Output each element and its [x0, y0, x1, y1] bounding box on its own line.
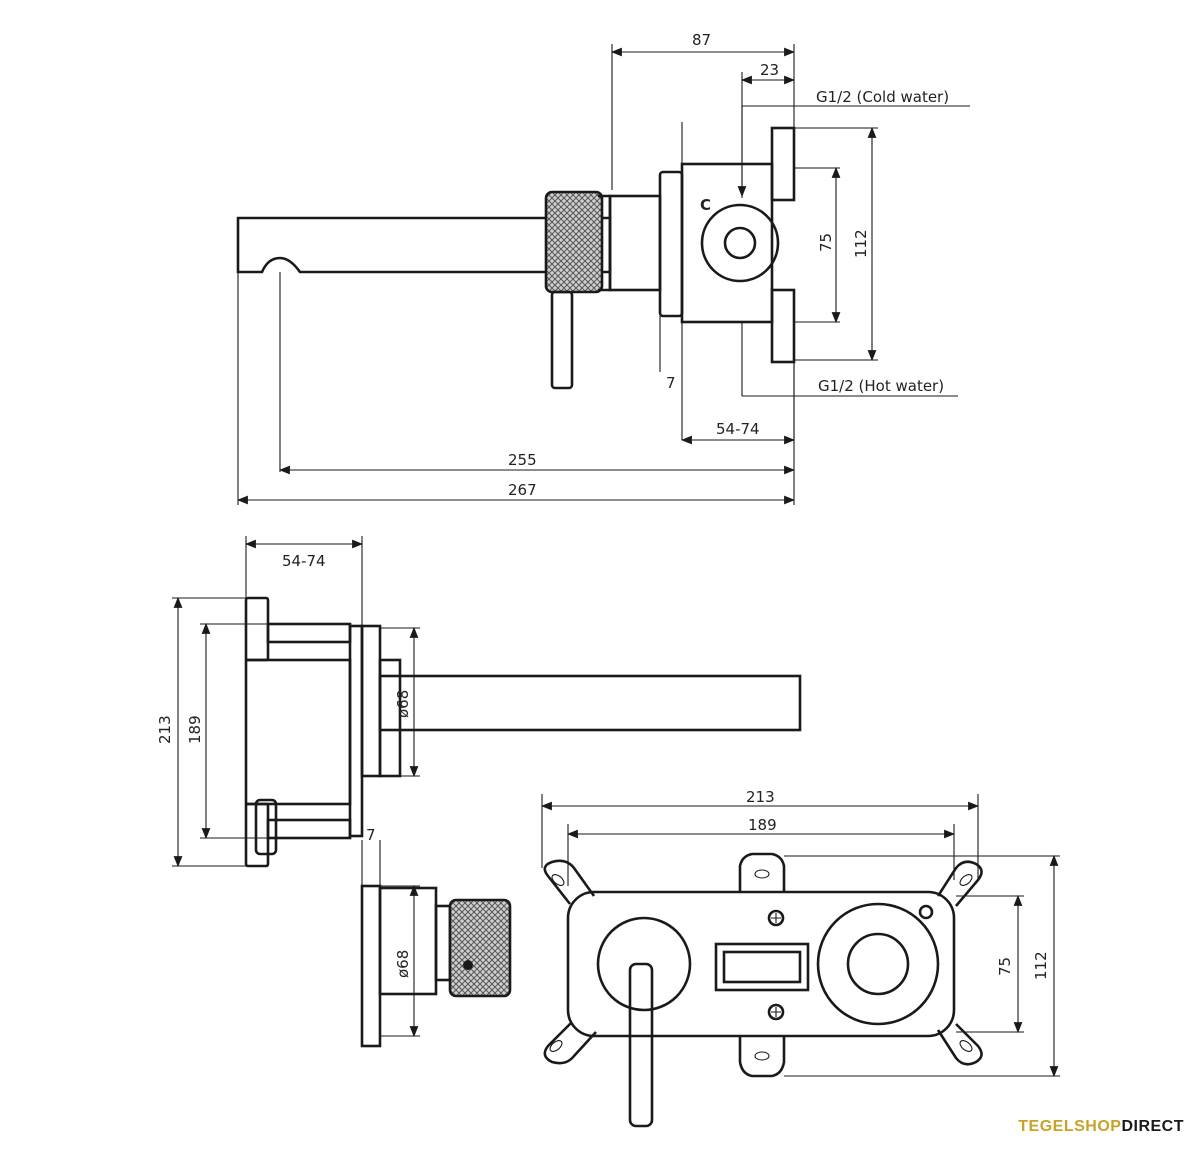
hot-water-label: G1/2 (Hot water): [818, 377, 944, 395]
dim-23: 23: [760, 61, 779, 79]
brand-part2: DIRECT: [1121, 1118, 1184, 1135]
front-dim-112: 112: [1032, 951, 1050, 980]
valve-body: [680, 162, 774, 324]
brand-part1: TEGELSHOP: [1018, 1118, 1122, 1135]
cold-letter: C: [700, 196, 711, 214]
side-dim-213: 213: [156, 715, 174, 744]
brand-logo: TEGELSHOPDIRECT: [1018, 1118, 1184, 1136]
knurled-handle: [544, 190, 604, 294]
dim-54-74-top: 54-74: [716, 420, 760, 438]
lever: [550, 290, 574, 390]
front-diverter: [714, 942, 810, 992]
dim-7-top: 7: [666, 374, 676, 392]
side-view: 54-74 213 189 ø68 ø68 7: [156, 536, 802, 1048]
dim-87: 87: [692, 31, 711, 49]
dim-267: 267: [508, 481, 537, 499]
side-dim-d68-bottom: ø68: [394, 950, 412, 978]
cartridge-inner: [723, 226, 757, 260]
side-spout: [378, 674, 802, 732]
front-plate: [566, 890, 956, 1038]
side-dim-d68-top: ø68: [394, 690, 412, 718]
dim-255: 255: [508, 451, 537, 469]
front-dim-213: 213: [746, 788, 775, 806]
front-right-inner: [846, 932, 910, 996]
side-knurled-handle: [448, 898, 512, 998]
cold-water-label: G1/2 (Cold water): [816, 88, 949, 106]
front-right-outer: [816, 902, 940, 1026]
front-dim-75: 75: [996, 957, 1014, 976]
front-lever: [628, 962, 654, 1128]
spout-outline: [236, 216, 612, 274]
side-dim-54-74: 54-74: [282, 552, 326, 570]
side-dim-189: 189: [186, 715, 204, 744]
dim-75: 75: [817, 233, 835, 252]
front-dim-189: 189: [748, 816, 777, 834]
front-left-dial: [596, 916, 692, 1012]
side-dim-7: 7: [366, 826, 376, 844]
top-view: C 87 23 G1/2 (Cold water) G1/2 (Hot wate…: [236, 31, 970, 505]
cartridge-outer: [700, 203, 780, 283]
front-view: 213 189 75 112: [540, 788, 1060, 1128]
dim-112: 112: [852, 229, 870, 258]
